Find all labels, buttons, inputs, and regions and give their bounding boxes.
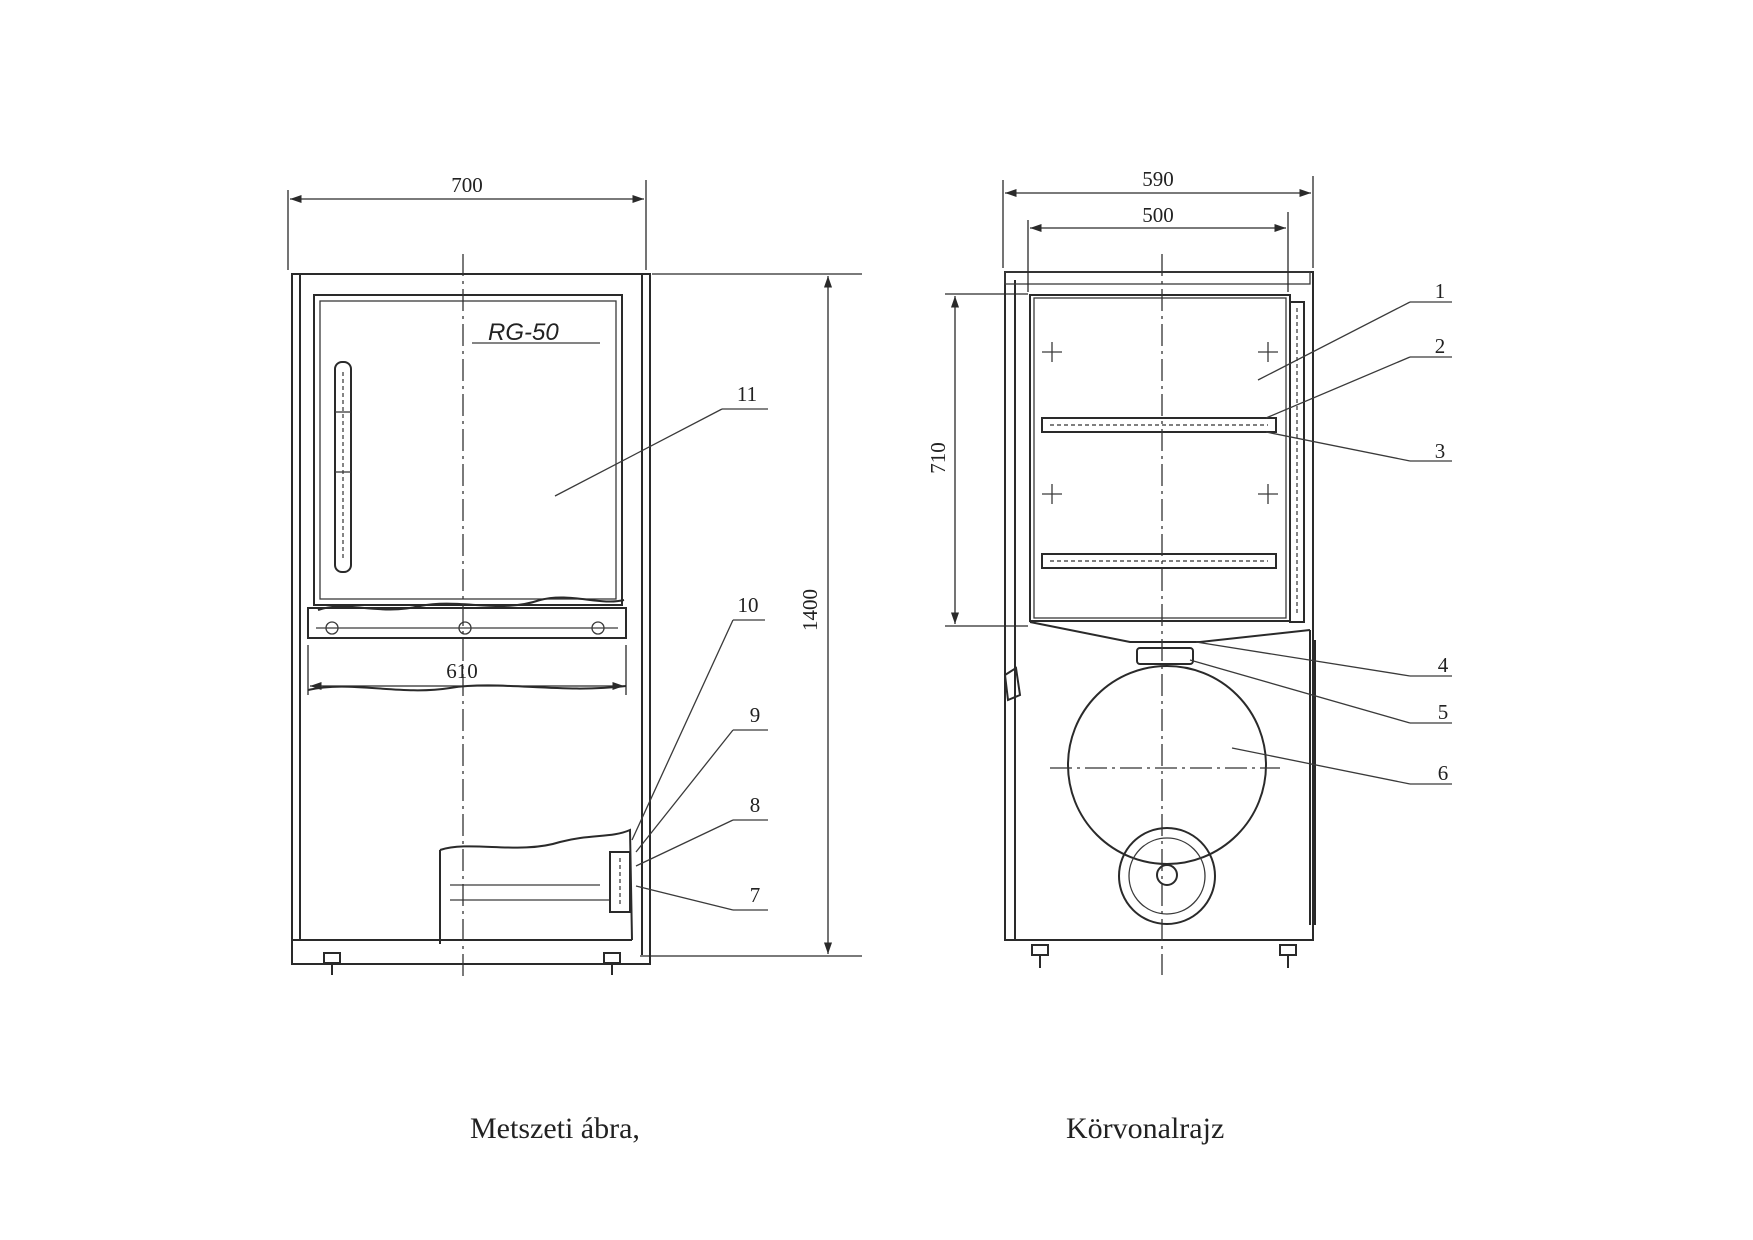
upper-chamber [1029,294,1291,622]
side-latch [1003,666,1022,702]
left-cabinet-outline [291,273,651,965]
blower-mount [1136,647,1194,665]
part-label-2: 2 [1435,334,1446,358]
part-label-7: 7 [750,883,761,907]
dimension-700: 700 [287,173,647,270]
heater-assembly [439,828,633,944]
dimension-label-500: 500 [1142,203,1174,227]
part-label-3: 3 [1435,439,1446,463]
left-feet [323,952,621,975]
dimension-710: 710 [926,293,1028,627]
fixing-points [1042,342,1278,504]
funnel-outline [1029,621,1311,643]
dimension-label-710: 710 [926,442,950,474]
door-handle [334,361,352,573]
part-label-8: 8 [750,793,761,817]
dimension-label-590: 590 [1142,167,1174,191]
part-leaders-left [554,408,768,911]
part-label-4: 4 [1438,653,1449,677]
heater-terminal [609,851,631,913]
shelf-bar [307,607,627,639]
part-label-1: 1 [1435,279,1446,303]
dimension-label-610: 610 [446,659,478,683]
part-label-6: 6 [1438,761,1449,785]
motor-housing-outer [1118,827,1216,925]
shelf-rails [1041,417,1277,569]
right-caption: Körvonalrajz [1066,1112,1225,1145]
model-mark: RG-50 [488,319,559,346]
part-leaders-right [1189,301,1452,785]
motor-shaft [1156,864,1178,886]
right-view-outline-drawing: 590 500 710 [926,167,1452,975]
dimension-590: 590 [1002,167,1314,268]
dimension-1400: 1400 [640,273,862,957]
part-label-10: 10 [738,593,759,617]
left-caption: Metszeti ábra, [470,1112,640,1145]
left-door-panel [313,294,623,606]
left-view-section-drawing: 700 610 1400 11 1 [287,173,862,980]
part-label-11: 11 [737,382,757,406]
part-label-9: 9 [750,703,761,727]
dimension-500: 500 [1027,203,1289,292]
dimension-610: 610 [307,645,627,695]
dimension-label-1400: 1400 [798,589,822,631]
dimension-label-700: 700 [451,173,483,197]
right-feet [1031,944,1297,968]
right-cabinet-outline [1004,271,1314,941]
fan-wheel [1067,665,1267,865]
part-label-5: 5 [1438,700,1449,724]
chamber-side-wall [1289,301,1305,623]
